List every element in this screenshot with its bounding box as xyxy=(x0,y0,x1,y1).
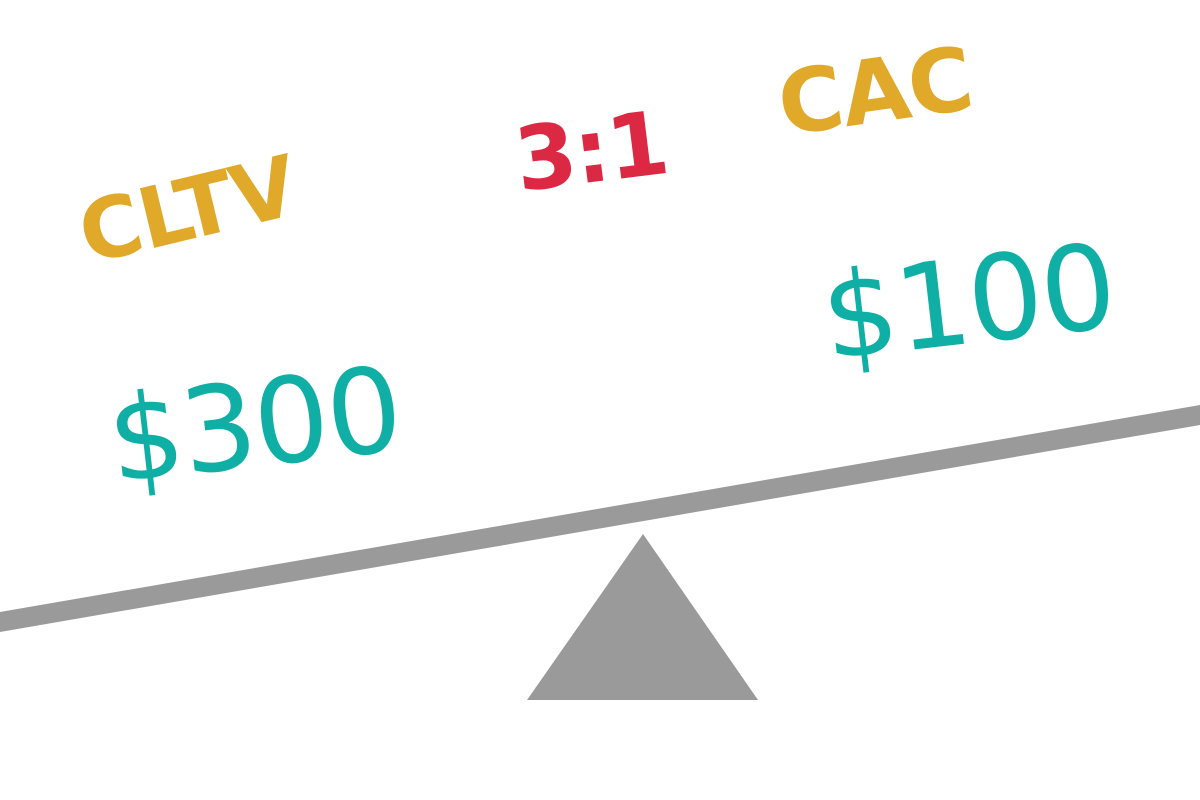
cac-metric-label: CAC xyxy=(771,26,979,157)
ratio-label: 3:1 xyxy=(509,91,673,212)
fulcrum-triangle xyxy=(527,534,758,700)
seesaw-beam xyxy=(0,405,1200,632)
cac-value-label: $100 xyxy=(815,216,1122,388)
cltv-value-label: $300 xyxy=(101,339,408,511)
